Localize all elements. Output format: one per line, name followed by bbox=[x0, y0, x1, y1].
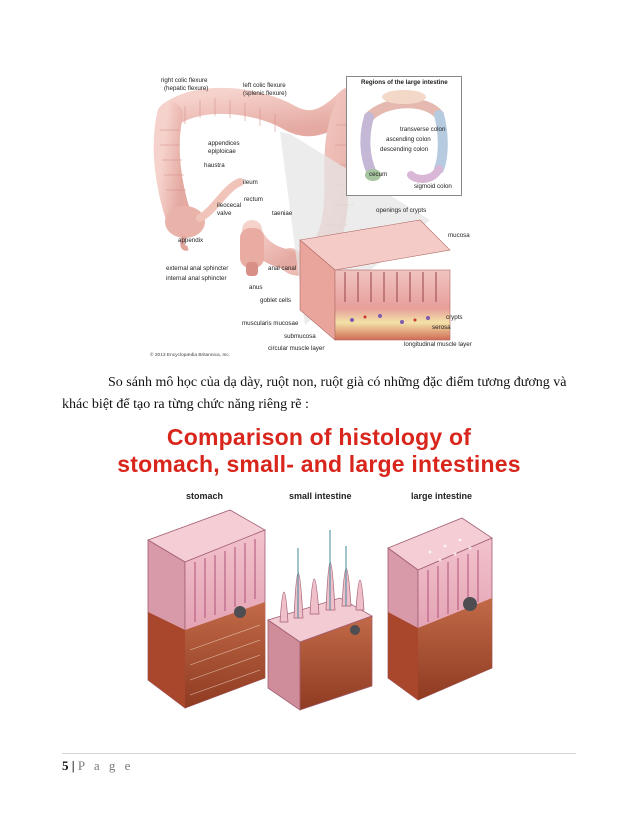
label-openings-of-crypts: openings of crypts bbox=[376, 207, 427, 214]
label-anus: anus bbox=[249, 284, 263, 291]
footer-rule bbox=[62, 753, 576, 754]
comparison-paragraph: So sánh mô học của dạ dày, ruột non, ruộ… bbox=[62, 372, 577, 416]
label-small-intestine: small intestine bbox=[289, 491, 352, 501]
label-serosa: serosa bbox=[432, 324, 451, 331]
stomach-block bbox=[147, 509, 266, 709]
small-intestine-block bbox=[267, 530, 373, 711]
large-intestine-illustration bbox=[153, 87, 451, 341]
page-word: P a g e bbox=[77, 758, 134, 773]
page-footer: 5 | P a g e bbox=[62, 758, 133, 774]
label-haustra: haustra bbox=[204, 162, 225, 169]
label-circular-muscle-layer: circular muscle layer bbox=[268, 345, 325, 352]
label-valve: valve bbox=[217, 210, 232, 217]
footer-separator: | bbox=[71, 758, 75, 773]
inset-label-descending: descending colon bbox=[380, 146, 429, 153]
label-goblet-cells: goblet cells bbox=[260, 297, 291, 304]
inset-title: Regions of the large intestine bbox=[361, 79, 448, 86]
inset-label-sigmoid: sigmoid colon bbox=[414, 183, 452, 190]
copyright-text: © 2013 Encyclopædia Britannica, Inc. bbox=[150, 353, 231, 358]
label-crypts: crypts bbox=[446, 314, 463, 321]
label-mucosa: mucosa bbox=[448, 232, 470, 239]
label-hepatic-flexure: (hepatic flexure) bbox=[164, 85, 209, 92]
page-number: 5 bbox=[62, 758, 69, 773]
figure2-title-line2: stomach, small- and large intestines bbox=[117, 451, 521, 477]
paragraph-line-2: khác biệt để tạo ra từng chức năng riêng… bbox=[62, 397, 309, 412]
inset-label-cecum: cecum bbox=[369, 171, 388, 178]
regions-inset bbox=[346, 76, 462, 196]
figure2-title-line1: Comparison of histology of bbox=[166, 424, 472, 450]
label-ileum: ileum bbox=[243, 179, 258, 186]
large-intestine-block bbox=[387, 517, 493, 701]
label-left-colic-flexure: left colic flexure bbox=[243, 82, 286, 89]
label-splenic-flexure: (splenic flexure) bbox=[243, 90, 287, 97]
label-rectum: rectum bbox=[244, 196, 263, 203]
label-longitudinal-muscle-layer: longitudinal muscle layer bbox=[404, 341, 472, 348]
label-taeniae: taeniae bbox=[272, 210, 293, 217]
histology-comparison-illustration bbox=[147, 509, 493, 711]
label-appendix: appendix bbox=[178, 237, 204, 244]
inset-label-ascending: ascending colon bbox=[386, 136, 431, 143]
label-large-intestine: large intestine bbox=[411, 491, 473, 501]
label-submucosa: submucosa bbox=[284, 333, 316, 340]
inset-label-transverse: transverse colon bbox=[400, 126, 446, 133]
label-ileocecal: ileocecal bbox=[217, 202, 242, 209]
label-appendices: appendices bbox=[208, 140, 240, 147]
regions-inset-illustration bbox=[360, 90, 448, 183]
label-epiploicae: epiploicae bbox=[208, 148, 236, 155]
label-right-colic-flexure: right colic flexure bbox=[161, 77, 208, 84]
label-internal-anal-sphincter: internal anal sphincter bbox=[166, 275, 227, 282]
label-muscularis-mucosae: muscularis mucosae bbox=[242, 320, 299, 327]
label-anal-canal: anal canal bbox=[268, 265, 297, 272]
label-stomach: stomach bbox=[186, 491, 224, 501]
paragraph-line-1: So sánh mô học của dạ dày, ruột non, ruộ… bbox=[108, 375, 567, 390]
label-external-anal-sphincter: external anal sphincter bbox=[166, 265, 229, 272]
